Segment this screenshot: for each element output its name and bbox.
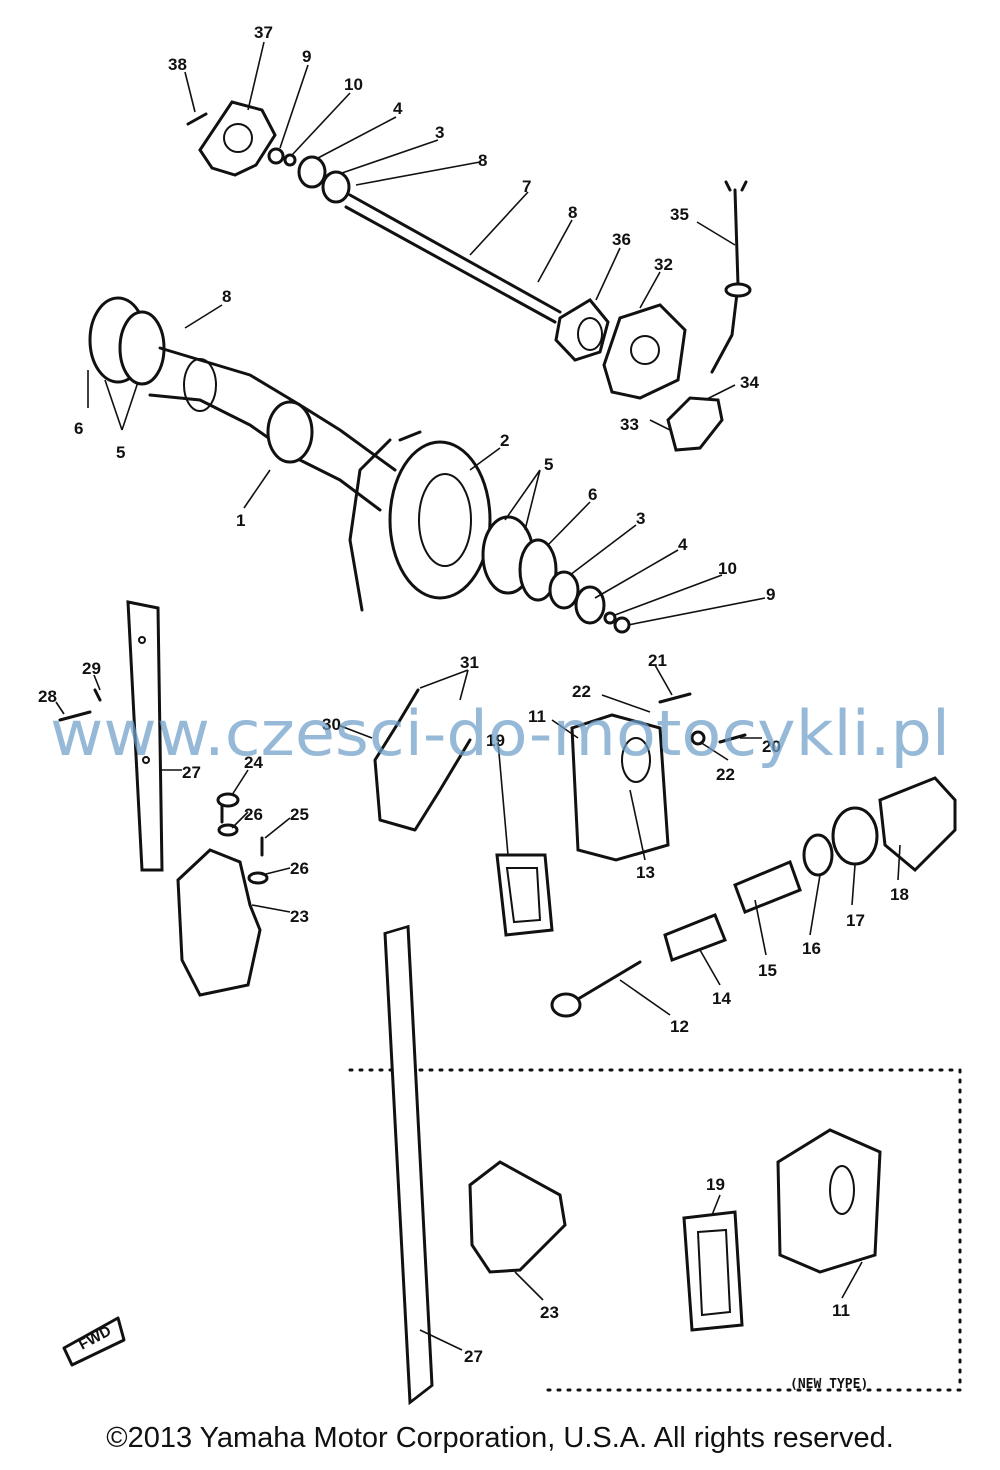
sprocket-and-chain <box>348 430 631 634</box>
callout-25: 25 <box>290 805 309 824</box>
new-type-note: (NEW TYPE) <box>790 1377 868 1392</box>
callout-18: 18 <box>890 885 909 904</box>
callout-23: 23 <box>290 907 309 926</box>
callout-21: 21 <box>648 651 667 670</box>
callout-19: 19 <box>706 1175 725 1194</box>
new-type-inset <box>348 924 962 1406</box>
callout-27: 27 <box>464 1347 483 1366</box>
callout-8: 8 <box>478 151 487 170</box>
callout-16: 16 <box>802 939 821 958</box>
callout-30: 30 <box>322 715 341 734</box>
callout-27: 27 <box>182 763 201 782</box>
callout-4: 4 <box>678 535 688 554</box>
callout-23: 23 <box>540 1303 559 1322</box>
guide-rail-and-bracket <box>58 600 269 997</box>
callout-28: 28 <box>38 687 57 706</box>
callout-17: 17 <box>846 911 865 930</box>
copyright-notice: ©2013 Yamaha Motor Corporation, U.S.A. A… <box>106 1422 894 1454</box>
callout-6: 6 <box>74 419 83 438</box>
callout-9: 9 <box>302 47 311 66</box>
callout-8: 8 <box>222 287 231 306</box>
callout-labels: 38 37 9 10 4 3 8 7 8 35 36 32 8 6 5 34 3… <box>38 23 909 1366</box>
callout-5: 5 <box>116 443 125 462</box>
tensioner-assembly <box>373 688 747 937</box>
callout-6: 6 <box>588 485 597 504</box>
callout-38: 38 <box>168 55 187 74</box>
callout-10: 10 <box>344 75 363 94</box>
callout-19: 19 <box>486 731 505 750</box>
camshaft-assembly <box>88 296 397 512</box>
callout-15: 15 <box>758 961 777 980</box>
callout-11: 11 <box>832 1301 850 1320</box>
callout-5: 5 <box>544 455 553 474</box>
callout-22: 22 <box>716 765 735 784</box>
callout-1: 1 <box>236 511 245 530</box>
callout-14: 14 <box>712 989 731 1008</box>
fwd-arrow: FWD <box>62 1316 126 1367</box>
callout-24: 24 <box>244 753 263 772</box>
callout-32: 32 <box>654 255 673 274</box>
callout-7: 7 <box>522 177 531 196</box>
callout-12: 12 <box>670 1017 689 1036</box>
callout-35: 35 <box>670 205 689 224</box>
plunger-assembly <box>550 776 957 1018</box>
callout-3: 3 <box>435 123 444 142</box>
callout-26: 26 <box>244 805 263 824</box>
callout-37: 37 <box>254 23 273 42</box>
callout-9: 9 <box>766 585 775 604</box>
callout-26: 26 <box>290 859 309 878</box>
watermark-url: www.czesci-do-motocykli.pl <box>50 697 950 770</box>
callout-8: 8 <box>568 203 577 222</box>
callout-31: 31 <box>460 653 479 672</box>
callout-33: 33 <box>620 415 639 434</box>
callout-10: 10 <box>718 559 737 578</box>
leader-lines <box>55 41 901 1351</box>
upper-shaft-assembly <box>186 100 610 362</box>
callout-20: 20 <box>762 737 781 756</box>
callout-11: 11 <box>528 707 546 726</box>
callout-22: 22 <box>572 682 591 701</box>
callout-13: 13 <box>636 863 655 882</box>
sensor-assembly <box>602 180 752 452</box>
callout-2: 2 <box>500 431 509 450</box>
callout-4: 4 <box>393 99 403 118</box>
callout-34: 34 <box>740 373 759 392</box>
callout-3: 3 <box>636 509 645 528</box>
callout-36: 36 <box>612 230 631 249</box>
callout-29: 29 <box>82 659 101 678</box>
